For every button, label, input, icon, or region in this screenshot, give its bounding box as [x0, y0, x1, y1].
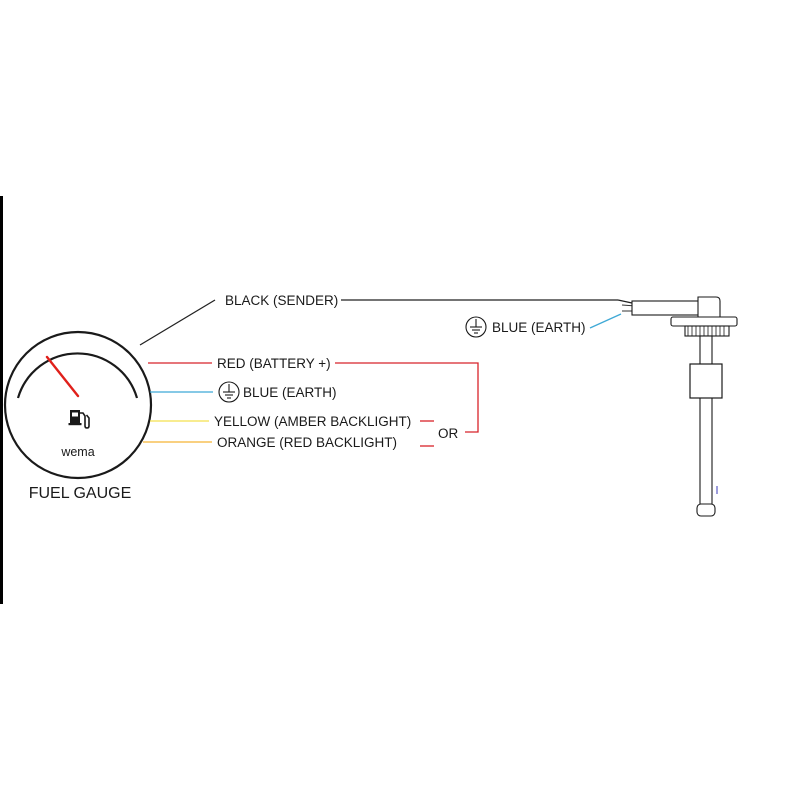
label-orange-backlight: ORANGE (RED BACKLIGHT)	[217, 435, 397, 450]
wire-red-to-switch	[335, 362, 479, 433]
ground-symbol-icon	[465, 316, 487, 338]
sender-end-cap	[696, 503, 716, 517]
fuel-gauge: wema	[3, 330, 153, 480]
label-yellow-backlight: YELLOW (AMBER BACKLIGHT)	[214, 414, 411, 429]
wire-black-sender	[139, 299, 216, 346]
sender-tube	[699, 335, 713, 507]
wire-black-tip	[617, 299, 633, 304]
gauge-needle	[45, 355, 80, 398]
fuel-pump-icon	[68, 410, 90, 429]
label-blue-earth-sender: BLUE (EARTH)	[492, 320, 586, 335]
gauge-scale-arc	[16, 352, 139, 399]
sender-cable	[631, 300, 705, 316]
label-blue-earth-gauge: BLUE (EARTH)	[243, 385, 337, 400]
gauge-title: FUEL GAUGE	[29, 485, 132, 502]
gauge-brand: wema	[60, 445, 94, 459]
left-edge-bar	[0, 196, 3, 604]
ground-symbol-icon	[218, 381, 240, 403]
wire-blue-earth-sender	[589, 313, 622, 329]
fuel-level-sender	[621, 296, 738, 517]
label-or: OR	[438, 426, 459, 441]
gauge-bezel	[3, 330, 153, 480]
sender-float	[689, 363, 723, 399]
label-black-sender: BLACK (SENDER)	[225, 293, 338, 308]
label-red-battery: RED (BATTERY +)	[217, 356, 331, 371]
sender-elbow	[697, 296, 721, 319]
sender-flange	[670, 316, 738, 327]
